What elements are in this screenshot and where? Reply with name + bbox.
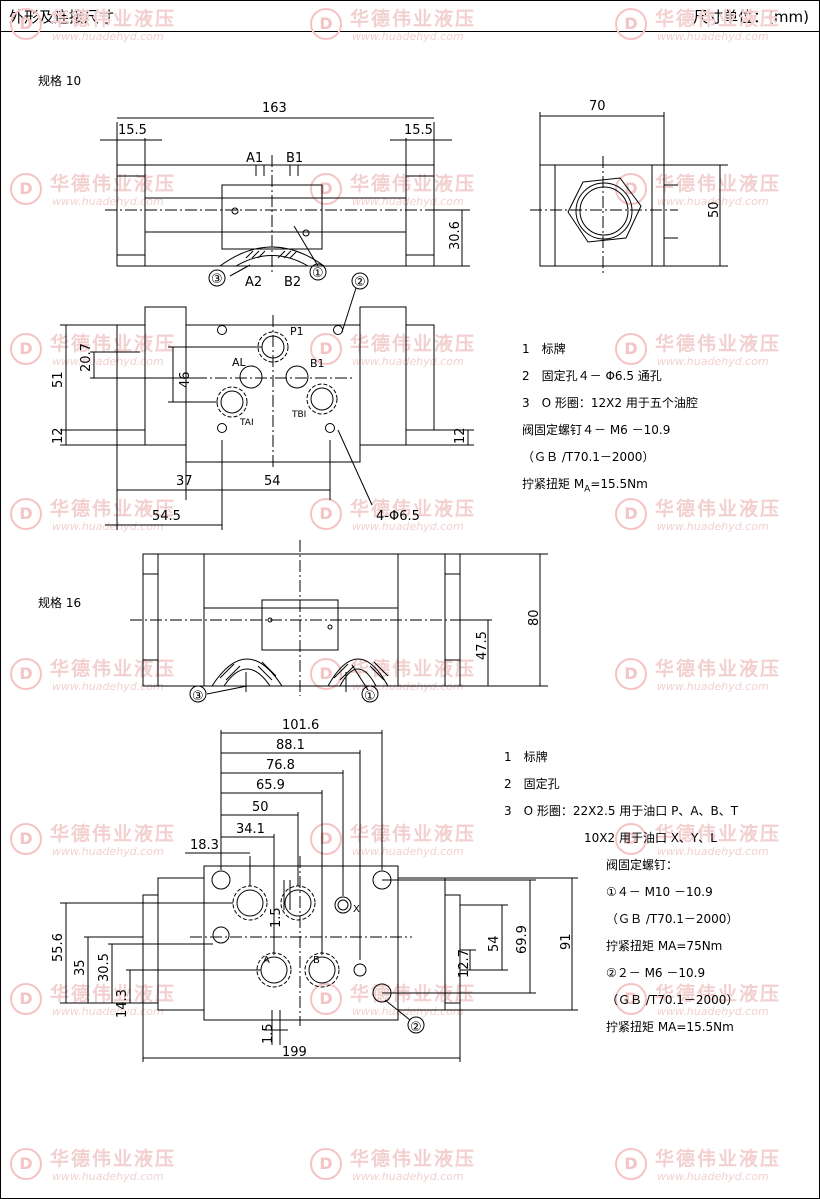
spec10-label: 规格 10 [38, 74, 82, 88]
port-ta: TAI [239, 418, 254, 428]
dim-18-3: 18.3 [190, 838, 219, 853]
torque-sub: A [584, 484, 591, 495]
port-x: X [353, 904, 360, 915]
dim-34-1: 34.1 [236, 822, 265, 837]
callout-2-bottom: ② [410, 1020, 422, 1035]
dim-1-5-top: 1.5 [269, 907, 284, 928]
dim-30-6: 30.6 [448, 221, 463, 250]
dim-20-7: 20.7 [79, 343, 94, 372]
dim-65-9: 65.9 [256, 778, 285, 793]
dim-14-3: 14.3 [115, 989, 130, 1018]
dim-35: 35 [73, 959, 88, 976]
dim-50: 50 [707, 201, 722, 218]
dim-80: 80 [527, 609, 542, 626]
dim-30-5: 30.5 [97, 953, 112, 982]
dim-54: 54 [264, 474, 281, 489]
port-b: B [313, 955, 320, 966]
dim-1-5-bottom: 1.5 [261, 1023, 276, 1044]
unit-label: 尺寸单位：(mm) [693, 8, 809, 26]
port-a: A [263, 955, 270, 966]
dim-50b: 50 [252, 800, 269, 815]
spec16-note-6: ①４－ M10 －10.9 [606, 885, 713, 899]
sheet-title: 外形及连接尺寸 [9, 8, 115, 26]
callout-1-top: ① [312, 266, 324, 281]
spec10-note-2: 2 固定孔４－ Φ6.5 通孔 [522, 369, 662, 383]
port-al: AL [232, 356, 247, 369]
dim-37: 37 [176, 474, 193, 489]
dim-47-5: 47.5 [475, 631, 490, 660]
dim-holes: 4-Φ6.5 [376, 509, 420, 524]
spec10-note-4: 阀固定螺钉４－ M6 －10.9 [522, 423, 671, 437]
spec16-note-7: （ＧＢ /T70.1－2000） [606, 912, 739, 926]
spec16-note-5: 阀固定螺钉： [606, 858, 679, 872]
port-p1: P1 [290, 325, 304, 338]
dim-101-6: 101.6 [282, 718, 319, 733]
spec10-torque: 拧紧扭矩 MA=15.5Nm [522, 475, 648, 494]
spec16-note-1: 1 标牌 [504, 750, 548, 764]
spec10-top-view [60, 272, 474, 530]
spec10-side-view [530, 112, 728, 276]
spec16-note-10: （ＧＢ /T70.1－2000） [606, 993, 739, 1007]
dim-76-8: 76.8 [266, 758, 295, 773]
torque-suffix: =15.5Nm [590, 477, 648, 491]
dim-15-5-right: 15.5 [404, 123, 433, 138]
port-b2: B2 [284, 275, 301, 290]
dim-69-9: 69.9 [515, 925, 530, 954]
spec16-front-view [130, 540, 548, 703]
spec10-note-5: （ＧＢ /T70.1－2000） [522, 450, 655, 464]
spec16-top-view [60, 730, 578, 1062]
spec16-note-8: 拧紧扭矩 MA=75Nm [606, 939, 723, 953]
port-a1: A1 [246, 151, 263, 166]
dim-51: 51 [51, 371, 66, 388]
torque-prefix: 拧紧扭矩 M [522, 477, 585, 491]
dim-55-6: 55.6 [51, 933, 66, 962]
dim-12-left: 12 [51, 427, 66, 444]
dim-12-right: 12 [453, 427, 468, 444]
spec16-note-11: 拧紧扭矩 MA=15.5Nm [606, 1020, 734, 1034]
port-b1: B1 [286, 151, 303, 166]
spec16-label: 规格 16 [38, 596, 82, 610]
dim-91: 91 [559, 933, 574, 950]
dim-15-5-left: 15.5 [118, 123, 147, 138]
spec16-note-2: 2 固定孔 [504, 777, 560, 791]
port-bl: B1 [310, 357, 325, 370]
port-a2: A2 [245, 275, 262, 290]
callout-3-mid: ③ [192, 689, 204, 704]
callout-2-top: ② [354, 275, 366, 290]
dim-12-7: 12.7 [457, 949, 472, 978]
spec10-note-1: 1 标牌 [522, 342, 566, 356]
spec10-front-view [100, 117, 470, 287]
spec16-note-3: 3 O 形圈：22X2.5 用于油口 P、A、B、T [504, 804, 739, 818]
header-bar: 外形及连接尺寸 尺寸单位：(mm) [1, 1, 819, 32]
dim-199: 199 [282, 1045, 307, 1060]
dim-163: 163 [262, 101, 287, 116]
dim-54b: 54 [487, 935, 502, 952]
hatch-marks [219, 250, 389, 681]
spec16-note-4: 10X2 用于油口 X、Y、L [584, 831, 717, 845]
dim-88-1: 88.1 [276, 738, 305, 753]
dim-54-5: 54.5 [152, 509, 181, 524]
dim-46: 46 [178, 371, 193, 388]
spec16-note-9: ②２－ M6 －10.9 [606, 966, 706, 980]
callout-1-mid: ① [364, 689, 376, 704]
spec10-note-3: 3 O 形圈：12X2 用于五个油腔 [522, 396, 698, 410]
port-tb: TBI [291, 410, 306, 420]
dim-70: 70 [589, 99, 606, 114]
callout-3-top: ③ [211, 272, 223, 287]
